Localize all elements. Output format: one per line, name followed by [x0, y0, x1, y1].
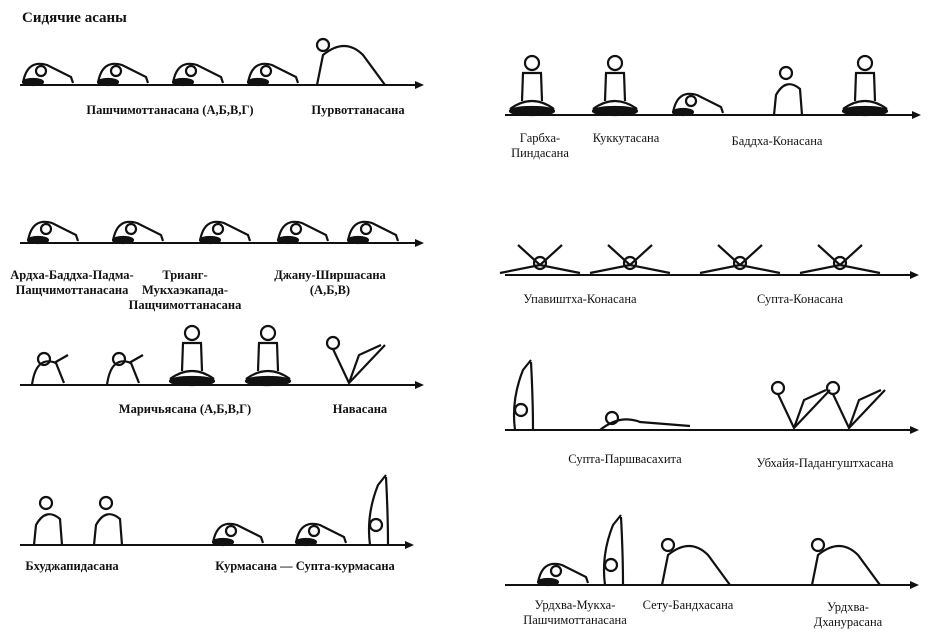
pose-row [505, 54, 921, 119]
pose-figure [111, 220, 165, 245]
pose-row [505, 514, 919, 589]
pose-figure [315, 37, 386, 86]
pose-figure [589, 244, 671, 275]
pose-figure [105, 351, 144, 386]
pose-figure [276, 220, 330, 245]
pose-figure [244, 324, 292, 387]
pose-label: Курмасана — Супта-курмасана [215, 559, 395, 573]
pose-label: Ардха-Баддха-Падма-Пащчимоттанасана [10, 268, 134, 297]
pose-figure [367, 474, 390, 546]
pose-label: Пурвоттанасана [311, 103, 405, 117]
arrow-icon [415, 239, 424, 247]
pose-label: Куккутасана [592, 131, 660, 145]
pose-row [20, 37, 424, 89]
pose-label: Сету-Бандхасана [642, 598, 734, 612]
pose-figure [770, 380, 831, 430]
pose-row [499, 244, 919, 279]
pose-figure [211, 522, 265, 547]
pose-figure [772, 65, 804, 116]
pose-label: Убхайя-Падангуштхасана [756, 456, 894, 470]
pose-figure [660, 537, 731, 586]
arrow-icon [415, 381, 424, 389]
pose-figure [325, 335, 386, 385]
pose-figure [198, 220, 252, 245]
pose-figure [602, 514, 625, 586]
pose-figure [799, 244, 881, 275]
pose-figure [246, 62, 300, 87]
pose-figure [26, 220, 80, 245]
pose-figure [508, 54, 556, 117]
pose-figure [512, 359, 535, 431]
pose-label: Урдхва-Мукха-Пашчимоттанасана [523, 598, 627, 627]
pose-figure [841, 54, 889, 117]
pose-label: Навасана [332, 402, 388, 416]
pose-label: Супта-Конасана [757, 292, 843, 306]
pose-label: Урдхва-Дханурасана [813, 600, 883, 629]
pose-label: Джану-Ширшасана(А,Б,В) [274, 268, 386, 297]
pose-row [20, 220, 424, 247]
arrow-icon [910, 581, 919, 589]
arrow-icon [912, 111, 921, 119]
pose-figure [21, 62, 75, 87]
pose-figure [171, 62, 225, 87]
pose-label: Бхуджапидасана [25, 559, 119, 573]
pose-label: Упавиштха-Конасана [523, 292, 637, 306]
pose-figure [591, 54, 639, 117]
page-title: Сидячие асаны [22, 10, 127, 26]
arrow-icon [415, 81, 424, 89]
pose-figure [294, 522, 348, 547]
pose-label: Гарбха-Пиндасана [511, 131, 569, 160]
pose-row [20, 474, 414, 549]
arrow-icon [405, 541, 414, 549]
pose-figure [671, 92, 725, 117]
pose-figure [92, 495, 124, 546]
pose-figure [810, 537, 881, 586]
pose-label: Супта-Паршвасахита [568, 452, 682, 466]
pose-figure [32, 495, 64, 546]
pose-label: Трианг-Мукхаэкапада-Пащчимоттанасана [128, 268, 242, 312]
pose-row [20, 324, 424, 389]
pose-figure [599, 410, 691, 431]
pose-figure [168, 324, 216, 387]
pose-label: Баддха-Конасана [731, 134, 823, 148]
pose-figure [30, 351, 69, 386]
pose-figure [499, 244, 581, 275]
arrow-icon [910, 426, 919, 434]
pose-figure [346, 220, 400, 245]
pose-label: Маричьясана (А,Б,В,Г) [118, 402, 252, 416]
pose-label: Пашчимоттанасана (А,Б,В,Г) [86, 103, 254, 117]
pose-figure [825, 380, 886, 430]
pose-figure [699, 244, 781, 275]
pose-row [505, 359, 919, 434]
pose-figure [96, 62, 150, 87]
pose-figure [536, 562, 590, 587]
arrow-icon [910, 271, 919, 279]
